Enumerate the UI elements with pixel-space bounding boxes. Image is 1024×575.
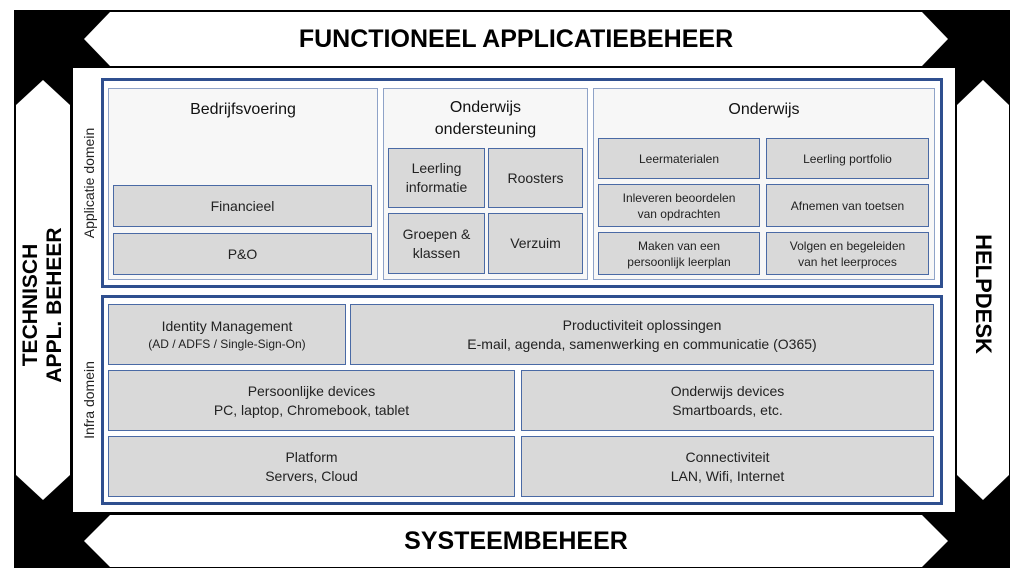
box-leermaterialen-label: Leermaterialen — [638, 151, 720, 166]
bottom-arrow-shape — [84, 515, 948, 567]
panel-bedrijfsvoering-title: Bedrijfsvoering — [190, 101, 296, 118]
panel-onderwijs-ondersteuning-title: Onderwijs ondersteuning — [384, 97, 587, 141]
box-groepen-klassen-line1: Groepen & — [402, 225, 471, 242]
right-arrow-shape — [957, 80, 1009, 500]
box-p-en-o-label: P&O — [227, 245, 258, 262]
box-volgen-begeleiden-line2: van het leerproces — [798, 254, 897, 269]
box-leerling-informatie-line2: informatie — [405, 179, 468, 195]
box-identity-management-title: Identity Management — [161, 318, 293, 334]
box-identity-management-sub: (AD / ADFS / Single-Sign-On) — [148, 337, 306, 351]
box-persoonlijke-devices-title: Persoonlijke devices — [247, 382, 376, 399]
left-arrow-label-line2: APPL. BEHEER — [43, 227, 66, 383]
panel-onderwijs-title: Onderwijs — [728, 101, 800, 118]
box-onderwijs-devices-title: Onderwijs devices — [670, 382, 785, 399]
box-productiviteit-title: Productiviteit oplossingen — [562, 316, 722, 333]
right-arrow-label: HELPDESK — [971, 234, 996, 354]
box-productiviteit: Productiviteit oplossingen E-mail, agend… — [350, 304, 934, 365]
box-platform-sub: Servers, Cloud — [265, 467, 358, 484]
box-inleveren-beoordelen: Inleveren beoordelen van opdrachten — [598, 184, 760, 227]
box-persoonlijke-devices: Persoonlijke devices PC, laptop, Chromeb… — [108, 370, 515, 431]
infra-domain-label: Infra domein — [81, 361, 97, 439]
box-leerling-portfolio: Leerling portfolio — [766, 138, 929, 179]
top-arrow-label: FUNCTIONEEL APPLICATIEBEHEER — [298, 24, 734, 53]
application-domain-label: Applicatie domein — [81, 127, 97, 239]
box-roosters-label: Roosters — [507, 169, 564, 186]
panel-onderwijs-ondersteuning-title-line2: ondersteuning — [434, 121, 537, 138]
box-leerling-informatie: Leerling informatie — [388, 148, 485, 208]
box-afnemen-toetsen-label: Afnemen van toetsen — [790, 198, 905, 213]
box-groepen-klassen: Groepen & klassen — [388, 213, 485, 274]
box-p-en-o: P&O — [113, 233, 372, 275]
box-roosters: Roosters — [488, 148, 583, 208]
box-inleveren-beoordelen-line2: van opdrachten — [637, 206, 721, 221]
box-verzuim: Verzuim — [488, 213, 583, 274]
box-onderwijs-devices-sub: Smartboards, etc. — [672, 401, 783, 418]
box-connectiviteit-sub: LAN, Wifi, Internet — [670, 467, 785, 484]
box-leerling-informatie-line1: Leerling — [411, 160, 462, 176]
box-afnemen-toetsen: Afnemen van toetsen — [766, 184, 929, 227]
left-arrow-shape — [16, 80, 70, 500]
box-persoonlijk-leerplan-line2: persoonlijk leerplan — [627, 254, 731, 269]
box-onderwijs-devices: Onderwijs devices Smartboards, etc. — [521, 370, 934, 431]
box-volgen-begeleiden-line1: Volgen en begeleiden — [789, 238, 906, 253]
box-volgen-begeleiden: Volgen en begeleiden van het leerproces — [766, 232, 929, 275]
box-financieel-label: Financieel — [210, 197, 275, 214]
box-productiviteit-sub: E-mail, agenda, samenwerking en communic… — [467, 335, 817, 352]
box-leermaterialen: Leermaterialen — [598, 138, 760, 179]
box-persoonlijk-leerplan-line1: Maken van een — [637, 238, 721, 253]
box-persoonlijk-leerplan: Maken van een persoonlijk leerplan — [598, 232, 760, 275]
box-connectiviteit: Connectiviteit LAN, Wifi, Internet — [521, 436, 934, 497]
box-identity-management: Identity Management (AD / ADFS / Single-… — [108, 304, 346, 365]
box-persoonlijke-devices-sub: PC, laptop, Chromebook, tablet — [213, 401, 410, 418]
box-verzuim-label: Verzuim — [510, 235, 561, 251]
panel-onderwijs-ondersteuning-title-line1: Onderwijs — [449, 99, 522, 116]
box-financieel: Financieel — [113, 185, 372, 227]
box-connectiviteit-title: Connectiviteit — [685, 448, 770, 465]
left-arrow-label: TECHNISCH APPL. BEHEER — [15, 122, 71, 488]
box-inleveren-beoordelen-line1: Inleveren beoordelen — [622, 190, 736, 205]
top-arrow-shape — [84, 12, 948, 66]
box-platform-title: Platform — [285, 448, 338, 465]
bottom-arrow-label: SYSTEEMBEHEER — [404, 526, 628, 555]
box-groepen-klassen-line2: klassen — [412, 244, 461, 261]
box-platform: Platform Servers, Cloud — [108, 436, 515, 497]
left-arrow-label-line1: TECHNISCH — [19, 243, 42, 367]
box-leerling-portfolio-label: Leerling portfolio — [803, 151, 892, 166]
